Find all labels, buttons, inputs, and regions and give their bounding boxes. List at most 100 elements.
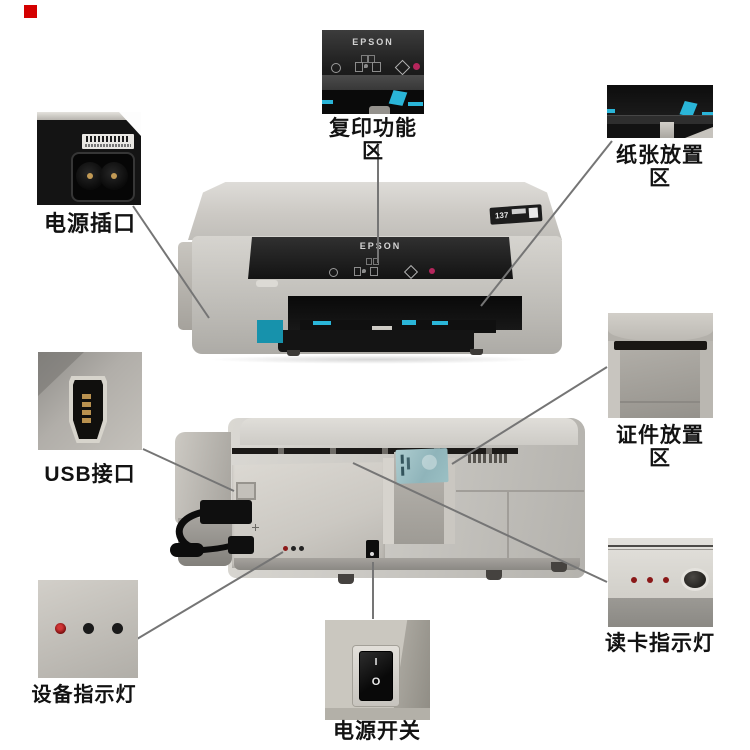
printer-edge xyxy=(37,112,141,120)
ink-drop-icon xyxy=(362,269,366,273)
module-screw-mark xyxy=(252,524,259,531)
usb-contact xyxy=(82,418,91,423)
module-led-red xyxy=(283,546,288,551)
tray-handle xyxy=(369,106,390,114)
label-power-socket: 电源插口 xyxy=(43,211,136,236)
switch-bezel: I O xyxy=(353,646,399,706)
document-slot xyxy=(614,341,707,350)
reader-led xyxy=(647,577,653,583)
paper-icon xyxy=(354,267,361,276)
cyan-mark xyxy=(702,112,713,116)
sticker-barcode-block2 xyxy=(511,208,526,215)
panel-edge-line xyxy=(608,545,713,547)
paper-icon xyxy=(355,62,363,72)
photo-corner xyxy=(119,112,141,136)
brand-logo: EPSON xyxy=(352,37,394,47)
stop-button-icon xyxy=(413,63,420,70)
barcode xyxy=(86,136,130,142)
label-copy-panel: 复印功能区 xyxy=(329,117,417,164)
label-paper-area: 纸张放置区 xyxy=(616,144,704,191)
printer-body-corner xyxy=(685,127,713,138)
usb-contact xyxy=(82,402,91,407)
usb-contact xyxy=(82,410,91,415)
label-usb-port: USB接口 xyxy=(44,463,136,486)
sticker-text: 137 xyxy=(494,210,509,221)
power-icon xyxy=(331,63,341,73)
inset-card-leds-photo xyxy=(608,538,713,627)
drop-shadow xyxy=(208,355,538,364)
printer-back-photo xyxy=(170,400,590,600)
power-icon xyxy=(329,268,338,277)
tray-edge-left xyxy=(608,341,620,418)
teal-ink-label xyxy=(257,320,283,343)
reader-led xyxy=(663,577,669,583)
inset-usb-port-photo xyxy=(38,352,142,450)
rocker-switch: I O xyxy=(359,651,393,701)
copies-display-digit xyxy=(368,55,375,63)
module-led xyxy=(291,546,296,551)
cyan-tray-mark xyxy=(313,321,331,325)
socket-pin xyxy=(87,173,93,179)
inset-device-leds-photo xyxy=(38,580,138,678)
switch-off-mark: O xyxy=(371,676,381,688)
label-id-slot: 证件放置区 xyxy=(616,424,704,471)
copies-icon xyxy=(370,267,378,276)
device-led xyxy=(112,623,123,634)
stop-button-icon xyxy=(429,268,435,274)
control-panel-strip: EPSON xyxy=(248,237,513,279)
switch-on-mark: I xyxy=(374,657,378,668)
tray-seam xyxy=(620,401,700,403)
brand-logo: EPSON xyxy=(359,241,402,251)
label-power-switch: 电源开关 xyxy=(333,720,421,743)
printer-foot xyxy=(470,349,483,355)
power-socket xyxy=(71,152,135,202)
start-button-icon xyxy=(403,264,419,279)
inset-id-slot-photo xyxy=(608,313,713,418)
device-led-red xyxy=(55,623,66,634)
copies-icon xyxy=(372,62,381,72)
reader-oval-button xyxy=(684,571,706,588)
inset-copy-panel-photo: EPSON xyxy=(322,30,424,114)
series-badge xyxy=(256,280,278,287)
usb-port-cavity xyxy=(73,380,103,439)
tray-handle xyxy=(660,122,674,138)
module-led xyxy=(299,546,304,551)
printer-front-photo: 137 EPSON xyxy=(178,176,570,366)
printer-foot xyxy=(287,350,300,356)
usb-contact xyxy=(82,394,91,399)
label-card-leds: 读卡指示灯 xyxy=(605,632,715,655)
tray-edge-right xyxy=(700,341,713,418)
reader-led xyxy=(631,577,637,583)
ink-drop-icon xyxy=(364,64,368,68)
usb-cable-plug xyxy=(200,500,252,524)
tray-edge-bar xyxy=(607,115,713,124)
paper-slot-upper xyxy=(607,85,713,116)
serial-text xyxy=(85,144,131,147)
slot-lid xyxy=(608,313,713,341)
inset-power-switch-photo: I O xyxy=(325,620,430,720)
inset-power-socket-photo xyxy=(37,112,141,205)
copies-display-digit xyxy=(373,258,379,265)
panel-bottom-strip xyxy=(325,708,430,720)
inset-paper-area-photo xyxy=(607,85,713,138)
socket-pin xyxy=(111,173,117,179)
cyan-mark xyxy=(607,109,615,113)
label-device-leds: 设备指示灯 xyxy=(31,684,137,706)
cyan-mark xyxy=(408,102,423,106)
copies-display-digit xyxy=(366,258,372,265)
paper-tray-front xyxy=(278,330,474,352)
lid-gap-line xyxy=(232,448,518,454)
module-port-notch xyxy=(236,482,256,500)
cable-barrel-connector xyxy=(170,543,204,557)
sticker-barcode-block xyxy=(528,207,539,219)
panel-lower-band xyxy=(608,598,713,627)
socket-hole xyxy=(76,162,104,190)
printer-foot xyxy=(338,574,354,584)
cyan-tray-mark xyxy=(402,320,416,325)
panel-mid-band xyxy=(322,75,424,90)
cyan-tray-mark xyxy=(432,321,448,325)
model-sticker: 137 xyxy=(489,204,543,225)
copies-display-digit xyxy=(361,55,368,63)
cyan-mark xyxy=(322,100,333,104)
